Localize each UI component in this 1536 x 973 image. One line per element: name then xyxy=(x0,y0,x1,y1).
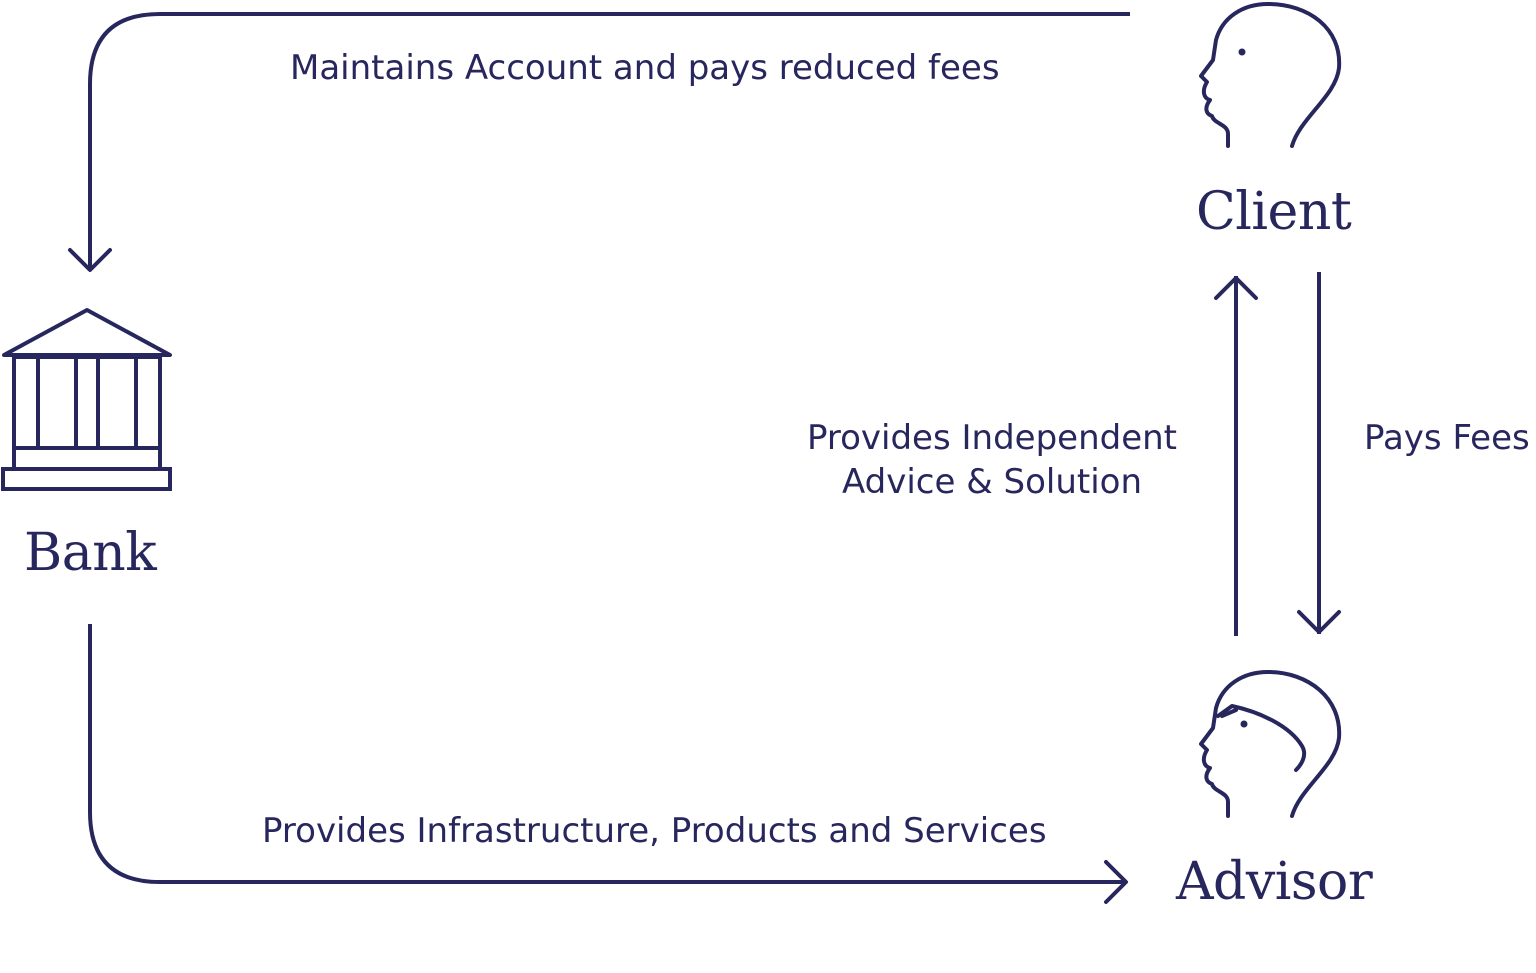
edge-label-bank-to-advisor: Provides Infrastructure, Products and Se… xyxy=(262,811,1047,851)
node-label-bank: Bank xyxy=(24,523,157,583)
client-to-bank-arrow xyxy=(68,12,1130,272)
client-to-advisor-arrow xyxy=(1297,272,1341,634)
bank-to-advisor-arrow xyxy=(88,624,1128,904)
edge-label-client-to-bank: Maintains Account and pays reduced fees xyxy=(290,48,1000,88)
person-head-glasses-icon xyxy=(1199,670,1342,818)
edge-label-advisor-to-client-line2: Advice & Solution xyxy=(841,462,1143,502)
bank-building-icon xyxy=(1,308,172,491)
advisor-to-client-arrow xyxy=(1214,276,1258,636)
edge-label-advisor-to-client-line1: Provides Independent xyxy=(806,418,1178,458)
person-head-icon xyxy=(1199,2,1342,148)
edge-label-advisor-to-client: Provides Independent Advice & Solution xyxy=(790,416,1194,504)
edge-label-client-to-advisor: Pays Fees xyxy=(1364,418,1530,458)
node-label-advisor: Advisor xyxy=(1176,852,1373,912)
node-label-client: Client xyxy=(1196,182,1352,242)
